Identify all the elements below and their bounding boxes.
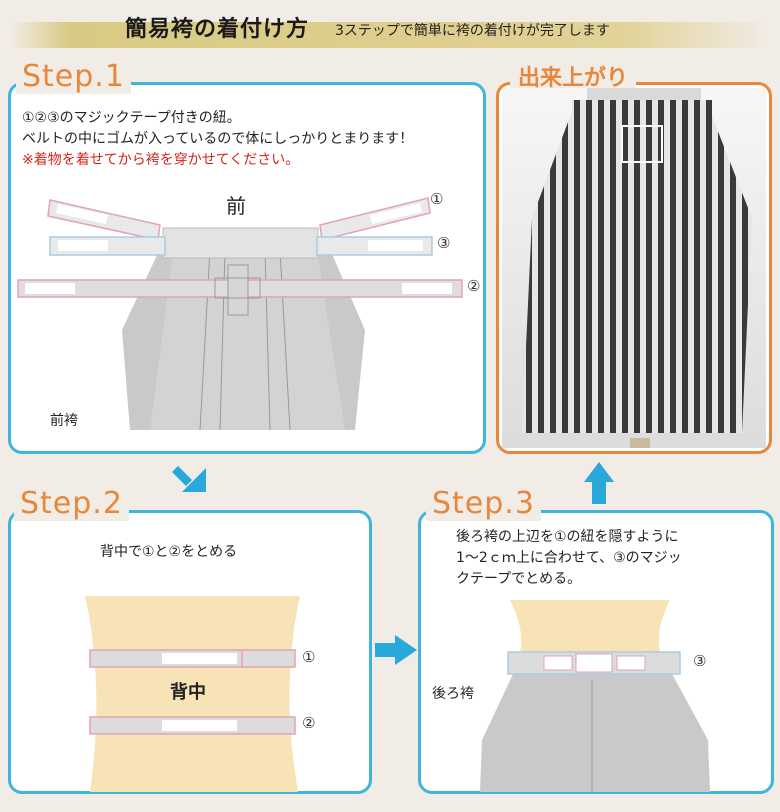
back-body-upper [510,600,670,652]
hakama-knot [621,125,663,163]
arrow-right-icon [375,635,417,665]
step3-text-line2: 1～2ｃｍ上に合わせて、③のマジッ [456,550,682,566]
back-hakama-label: 後ろ袴 [432,686,474,702]
mannequin-stand [630,438,650,448]
arrow-up-icon [584,462,614,504]
back-hakama [480,670,710,792]
front-label: 前 [226,194,246,218]
step1-front-hakama-diagram [17,197,463,431]
velcro-patch [616,655,646,671]
marker-2: ② [467,277,481,295]
velcro-patch [575,653,613,673]
velcro-patch [162,720,237,731]
front-waistband [162,227,319,259]
step1-label: Step.1 [16,60,131,94]
velcro-patch [402,283,452,294]
velcro-patch [370,203,422,224]
arrow-down-icon [172,466,206,492]
velcro-patch [368,240,423,251]
front-buckle [227,264,249,316]
header-stripe [10,22,770,48]
step3-back-diagram [480,600,710,792]
marker-1: ① [430,190,444,208]
velcro-patch [543,655,573,671]
velcro-patch [162,653,237,664]
step2-label: Step.2 [14,487,129,521]
marker-3: ③ [693,652,707,670]
step3-text-line1: 後ろ袴の上辺を①の紐を隠すように [456,529,679,545]
front-hakama-label: 前袴 [50,413,78,429]
hakama-skirt [522,106,752,433]
step1-warning: ※着物を着せてから袴を穿かせてください。 [22,152,300,168]
step1-text-line1: ①②③のマジックテープ付きの紐。 [22,110,241,126]
velcro-patch [58,240,108,251]
page-subtitle: 3ステップで簡単に袴の着付けが完了します [335,23,610,39]
finished-hakama-photo [502,88,766,448]
front-buckle-loop [214,277,261,299]
velcro-patch [56,204,108,224]
marker-1: ① [302,648,316,666]
step2-back-diagram [85,596,300,792]
page-title: 簡易袴の着付け方 [125,17,310,42]
step3-label: Step.3 [426,487,541,521]
back-body [85,596,300,792]
step2-text: 背中で①と②をとめる [100,544,238,560]
velcro-patch [25,283,75,294]
step3-text-line3: クテープでとめる。 [456,571,582,587]
marker-3: ③ [437,234,451,252]
marker-2: ② [302,714,316,732]
step1-text-line2: ベルトの中にゴムが入っているので体にしっかりとまります！ [22,131,414,147]
back-label: 背中 [170,682,206,703]
